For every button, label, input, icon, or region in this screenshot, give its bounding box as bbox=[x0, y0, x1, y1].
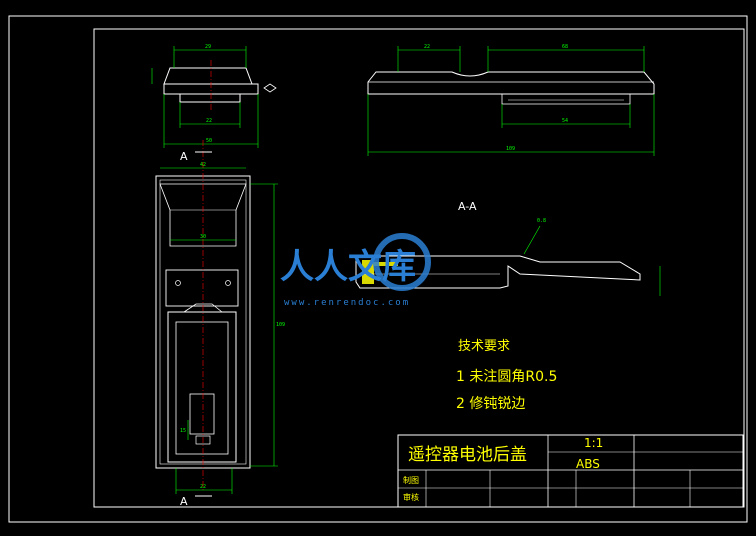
watermark: 人人文库 www.renrendoc.com bbox=[280, 233, 431, 308]
top-view: 29 22 50 bbox=[151, 44, 277, 148]
dim-top-overall: 50 bbox=[206, 138, 212, 144]
tech-requirements: 技术要求 1 未注圆角R0.5 2 修钝锐边 bbox=[456, 339, 557, 412]
dim-top-width: 29 bbox=[205, 44, 211, 50]
dim-side-b: 68 bbox=[562, 44, 568, 50]
tech-item-2: 2 修钝锐边 bbox=[456, 396, 525, 412]
section-label: A-A bbox=[458, 200, 477, 213]
material-value: ABS bbox=[576, 457, 600, 471]
dim-detail: 0.8 bbox=[537, 218, 546, 224]
dim-front-height: 109 bbox=[276, 322, 285, 328]
section-marker-bottom: A bbox=[180, 495, 188, 508]
dim-front-bottom: 22 bbox=[200, 484, 206, 490]
title-block: 遥控器电池后盖 1:1 ABS 制图 审核 bbox=[397, 434, 744, 508]
scale-value: 1:1 bbox=[584, 436, 603, 450]
dim-side-d: 109 bbox=[506, 146, 515, 152]
part-name: 遥控器电池后盖 bbox=[408, 445, 527, 465]
watermark-url: www.renrendoc.com bbox=[284, 298, 410, 308]
dim-top-inner: 22 bbox=[206, 118, 212, 124]
side-view: 22 68 54 109 bbox=[367, 44, 655, 156]
dim-side-a: 22 bbox=[424, 44, 430, 50]
dim-front-top: 42 bbox=[200, 162, 206, 168]
section-view: A-A 0.8 bbox=[355, 200, 661, 296]
dim-side-c: 54 bbox=[562, 118, 568, 124]
drawn-by-label: 制图 bbox=[403, 475, 419, 485]
dim-front-small: 15 bbox=[180, 428, 186, 434]
tech-item-1: 1 未注圆角R0.5 bbox=[456, 369, 557, 385]
section-marker-top: A bbox=[180, 150, 188, 163]
tech-heading: 技术要求 bbox=[458, 339, 510, 354]
checked-by-label: 审核 bbox=[403, 492, 419, 502]
dim-front-mid: 30 bbox=[200, 234, 206, 240]
watermark-brand: 人人文库 bbox=[280, 247, 416, 287]
outer-frame bbox=[8, 15, 748, 523]
front-view: 42 30 109 15 22 A A bbox=[155, 140, 285, 508]
